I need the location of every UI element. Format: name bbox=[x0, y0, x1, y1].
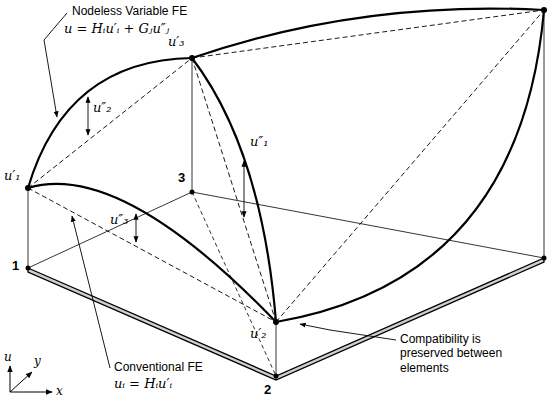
node-number: 1 bbox=[12, 258, 19, 274]
amplitude-arrow bbox=[136, 214, 137, 242]
formula: u = Hᵢu′ᵢ + Gⱼu″ⱼ bbox=[64, 21, 169, 37]
node-dot bbox=[542, 256, 547, 261]
linear-edge bbox=[192, 58, 276, 322]
axis-arrow bbox=[10, 392, 52, 393]
axis-label: y bbox=[34, 354, 41, 368]
formula: uᵢ = Hᵢu′ᵢ bbox=[114, 376, 172, 392]
base-edge bbox=[28, 192, 192, 268]
node-number: 2 bbox=[264, 382, 271, 398]
curved-edge bbox=[28, 58, 192, 188]
linear-edge bbox=[276, 10, 544, 322]
node-number: 3 bbox=[178, 170, 185, 186]
callout-text: Compatibility is preserved between eleme… bbox=[400, 332, 520, 375]
amplitude-arrow bbox=[244, 161, 245, 217]
nodal-post bbox=[192, 58, 193, 192]
node-dot bbox=[273, 319, 279, 325]
node-dot bbox=[190, 190, 195, 195]
node-dot bbox=[274, 374, 279, 379]
base-slab bbox=[28, 258, 544, 380]
callout-text: Nodeless Variable FE bbox=[72, 4, 187, 18]
variable-label: u″₂ bbox=[93, 100, 111, 116]
curved-edge bbox=[192, 58, 276, 322]
node-dot bbox=[189, 55, 195, 61]
curved-edge bbox=[192, 9, 544, 58]
axis-label: u bbox=[4, 350, 12, 364]
linear-edge bbox=[28, 188, 276, 322]
base-edge bbox=[192, 192, 544, 258]
axis-arrow bbox=[10, 366, 11, 392]
nodal-post bbox=[276, 322, 277, 376]
node-dot bbox=[26, 266, 31, 271]
curved-edge bbox=[276, 10, 544, 322]
curved-edge bbox=[28, 184, 276, 322]
node-dots bbox=[25, 7, 547, 379]
variable-label: u″₁ bbox=[250, 134, 268, 150]
axis-label: x bbox=[56, 384, 63, 398]
node-dot bbox=[25, 185, 31, 191]
node-dot bbox=[541, 7, 547, 13]
variable-label: u′₃ bbox=[168, 34, 185, 50]
element-boundary bbox=[192, 192, 276, 376]
variable-label: u″₃ bbox=[110, 212, 128, 228]
axis-arrow bbox=[10, 372, 32, 392]
leader-line bbox=[72, 216, 110, 368]
leader-line bbox=[300, 324, 396, 340]
nodal-post bbox=[544, 10, 545, 258]
nodal-post bbox=[28, 188, 29, 268]
amplitude-arrow bbox=[88, 97, 89, 135]
variable-label: u′₂ bbox=[250, 326, 267, 342]
variable-label: u′₁ bbox=[4, 168, 21, 184]
linear-edge bbox=[28, 58, 192, 188]
leader-line bbox=[44, 13, 67, 117]
callout-text: Conventional FE bbox=[114, 360, 203, 374]
